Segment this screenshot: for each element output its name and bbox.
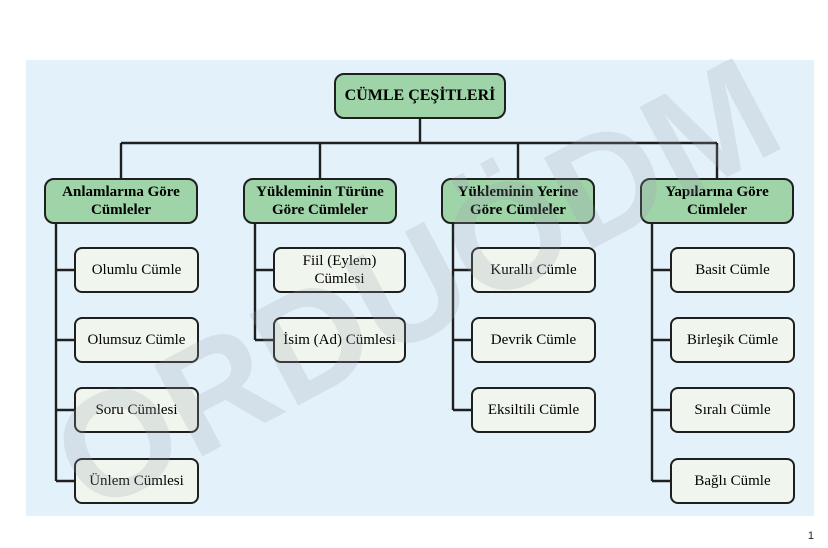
leaf-node: Eksiltili Cümle	[471, 387, 596, 433]
leaf-node: Soru Cümlesi	[74, 387, 199, 433]
leaf-node: Fiil (Eylem) Cümlesi	[273, 247, 406, 293]
category-node-predicate-position: Yükleminin Yerine Göre Cümleler	[441, 178, 595, 224]
leaf-node: Kurallı Cümle	[471, 247, 596, 293]
root-node: CÜMLE ÇEŞİTLERİ	[334, 73, 506, 119]
leaf-node: Ünlem Cümlesi	[74, 458, 199, 504]
leaf-node: Olumsuz Cümle	[74, 317, 199, 363]
leaf-node: Basit Cümle	[670, 247, 795, 293]
leaf-node: Birleşik Cümle	[670, 317, 795, 363]
leaf-node: İsim (Ad) Cümlesi	[273, 317, 406, 363]
leaf-node: Bağlı Cümle	[670, 458, 795, 504]
category-node-predicate-type: Yükleminin Türüne Göre Cümleler	[243, 178, 397, 224]
leaf-node: Sıralı Cümle	[670, 387, 795, 433]
page-number: 1	[807, 530, 814, 542]
leaf-node: Olumlu Cümle	[74, 247, 199, 293]
category-node-structure: Yapılarına Göre Cümleler	[640, 178, 794, 224]
category-node-meaning: Anlamlarına Göre Cümleler	[44, 178, 198, 224]
leaf-node: Devrik Cümle	[471, 317, 596, 363]
